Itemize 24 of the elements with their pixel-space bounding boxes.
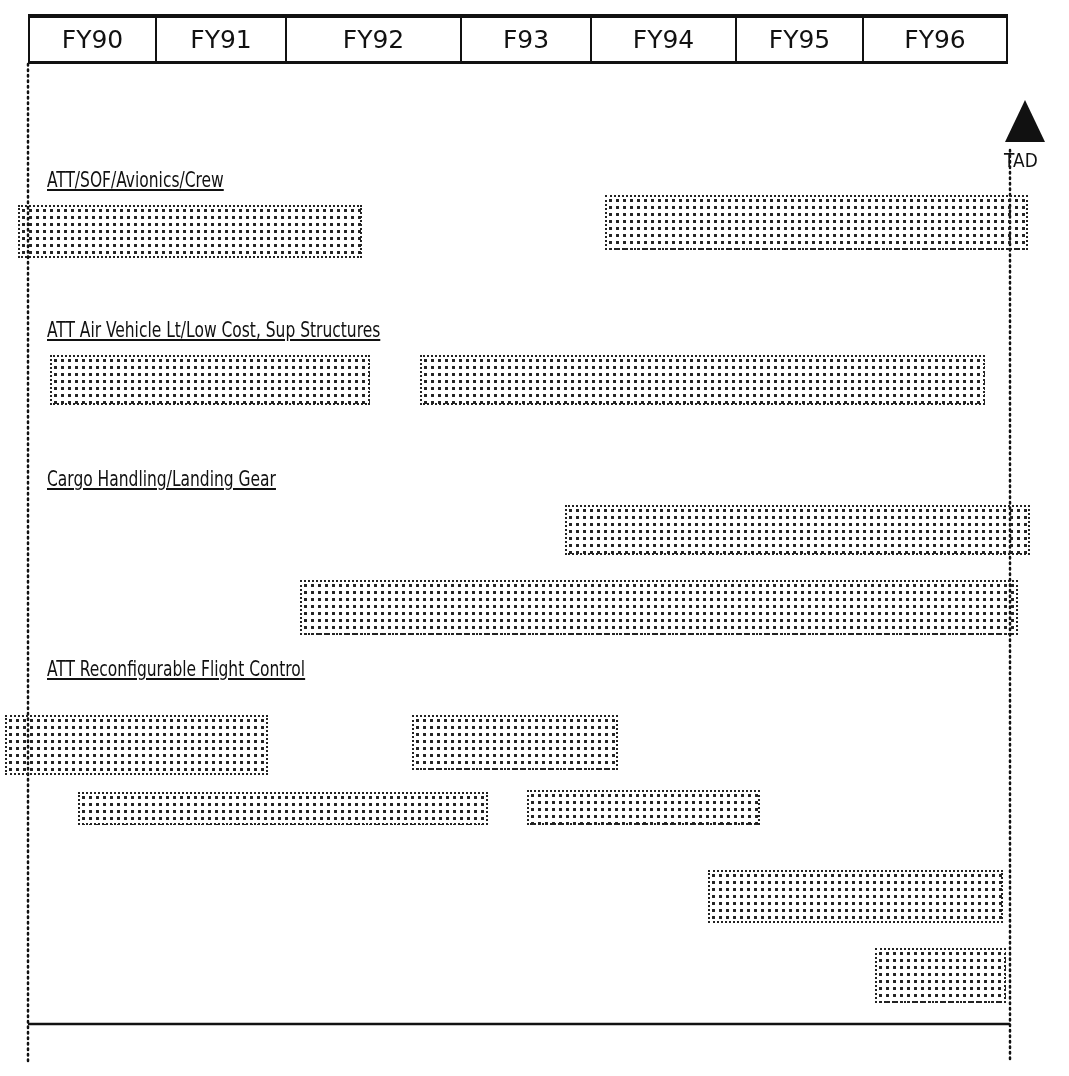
- schedule-bar: [527, 790, 760, 825]
- task-group-heading: Cargo Handling/Landing Gear: [47, 467, 276, 491]
- fiscal-year-header: FY95: [735, 14, 862, 64]
- fiscal-year-header: FY96: [862, 14, 1008, 64]
- fiscal-year-header: FY94: [590, 14, 735, 64]
- schedule-bar: [565, 505, 1030, 555]
- schedule-bar: [875, 948, 1006, 1003]
- schedule-bar: [605, 195, 1028, 250]
- fiscal-year-header: FY91: [155, 14, 285, 64]
- fiscal-year-header: FY90: [28, 14, 155, 64]
- fiscal-year-header: F93: [460, 14, 590, 64]
- fiscal-year-header: FY92: [285, 14, 460, 64]
- schedule-bar: [50, 355, 370, 405]
- task-group-heading: ATT Reconfigurable Flight Control: [47, 657, 306, 681]
- schedule-bar: [18, 205, 362, 258]
- schedule-bar: [300, 580, 1018, 635]
- schedule-bar: [78, 792, 488, 825]
- task-group-heading: ATT/SOF/Avionics/Crew: [47, 168, 224, 192]
- task-group-heading: ATT Air Vehicle Lt/Low Cost, Sup Structures: [47, 318, 381, 342]
- milestone-label: TAD: [1004, 148, 1038, 172]
- schedule-bar: [420, 355, 985, 405]
- schedule-bar: [412, 715, 618, 770]
- schedule-bar: [5, 715, 268, 775]
- schedule-bar: [708, 870, 1003, 923]
